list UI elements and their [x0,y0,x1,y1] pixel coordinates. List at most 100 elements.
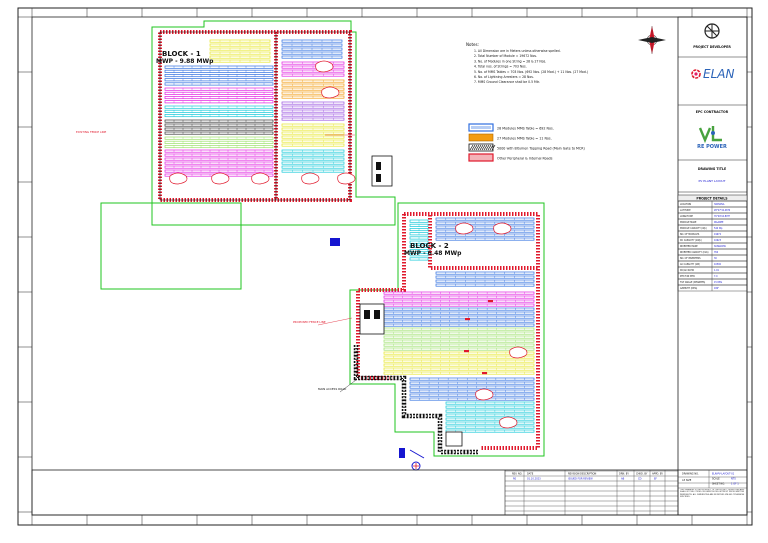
note-line: 1. All Dimension are in Meters unless ot… [474,49,561,53]
hatch-line [471,144,476,151]
mms-table-row [445,401,535,405]
block1-title: BLOCK - 1 [162,50,201,58]
mms-table-row [409,385,535,389]
block2-inverter-2 [374,310,380,319]
label-block1-fence: EXISTING FENCE LINE [76,130,107,134]
label-main-road: MAIN ACCESS ROAD [318,387,346,391]
block1-inverter-room [371,155,393,187]
mms-table-row [409,393,535,397]
block1-capacity: MWP - 9.88 MWp [156,58,214,65]
leader-line-2 [317,317,353,326]
detail-value: 7.0 [714,275,718,278]
mms-table-row [409,377,535,381]
detail-value: 180° [714,287,719,290]
pond-shape [251,172,270,185]
legend-label-3: 5000 with Bitumen Topping Road (Main Gat… [497,147,585,151]
hatch-line [477,144,482,151]
pond-shape [499,416,518,429]
detail-value: HARYANA [714,203,725,206]
site-layout: EXISTING FENCE LINE PROPOSED FENCE LINE … [76,20,666,471]
lightning-arrester [482,372,487,375]
rev-cell-2: ISSUED FOR REVIEW [568,478,593,481]
revision-table [505,470,747,515]
rev-cell-1: 01.10.2023 [527,478,541,481]
mms-table-row [445,421,535,425]
mms-table-row [409,389,535,393]
main-gate-post [399,448,405,458]
pond-shape [455,222,474,235]
pond-shape [321,86,340,99]
detail-label: PITCH IN MTR [680,275,695,278]
pond-shape [315,60,334,73]
lightning-arrester [465,318,470,321]
detail-value: 28°27'34.46"N [714,209,731,212]
detail-value: WAAREE [714,221,724,224]
scale-value: NTS [731,478,736,481]
pond-shape [211,172,230,185]
block1-inverter-2 [376,174,381,182]
details-row [677,284,748,292]
pond-shape [301,172,320,185]
lightning-arrester [464,350,469,353]
rev-cell-0: R0 [513,478,517,481]
gate-arrow [409,449,425,459]
scale-label: SCALE [712,478,720,481]
company-logo-icon [704,23,720,39]
mms-table-row [409,397,535,401]
mms-table-row [445,409,535,413]
note-line: 5. No. of MMS Tables = 703 Nos. (692 Nos… [474,70,588,74]
block1-fence [151,20,396,226]
disclaimer-text: THIS DRAWING IS THE PROPERTY OF THE PROJ… [680,489,745,498]
detail-label: AC CAPACITY (kW) [680,263,700,266]
detail-label: DC/AC RATIO [680,269,694,272]
rev-header-3: DRN. BY [619,473,629,476]
project-developer-heading: PROJECT DEVELOPER [693,45,731,49]
notes-panel: Notes: 1. All Dimension are in Meters un… [466,42,588,84]
pond-shape [493,222,512,235]
main-road-hatch [355,345,478,453]
hatch-line [481,144,486,151]
block2-road-right [404,212,540,450]
pond-shape [475,388,494,401]
lightning-arrester [488,300,493,303]
rev-header-2: REVISION DESCRIPTION [568,473,597,476]
hatch-line [475,144,480,151]
legend-label-2: 27 Modules MMS Table = 11 Nos. [497,137,552,141]
detail-label: TILT ANGLE (DEGREES) [680,281,705,284]
detail-label: LONGITUDE [680,215,693,218]
pond-shape [169,172,188,185]
disclaimer-box: THIS DRAWING IS THE PROPERTY OF THE PROJ… [680,489,745,498]
detail-label: LATITUDE [680,209,691,212]
notes-title: Notes: [466,42,479,47]
notes-list: 1. All Dimension are in Meters unless ot… [474,49,588,84]
mms-table-row [445,413,535,417]
drawing-no-label: DRAWING NO. [682,473,699,476]
block2-road-left [356,214,406,380]
hatch-line [473,144,478,151]
note-line: 7. MMS Ground Clearance shall be 0.5 Mtr… [474,80,540,84]
rev-cell-4: CD [638,478,642,481]
pond-shape [509,346,528,359]
hatch-line [483,144,488,151]
detail-value: 10500 [714,263,722,266]
sheet-label: SHEET NO. [712,483,725,486]
note-line: 2. Total Number of Module = 19672 Nos. [474,54,537,58]
rev-cell-5: EF [654,478,658,481]
detail-label: DC CAPACITY (kWp) [680,239,702,242]
detail-value: SUNGROW [714,245,727,248]
leader-line-3 [339,379,357,393]
detail-label: INVERTER MAKE [680,245,698,248]
legend-swatch-blue [468,123,494,132]
rev-header-1: DATE [527,473,534,476]
epc-heading: EPC CONTRACTOR [696,110,729,114]
revision-strip: REV. NO. DATE REVISION DESCRIPTION DRN. … [31,469,748,516]
water-tank [330,238,340,246]
detail-value: 350 [714,251,719,254]
detail-label: AZIMUTH (DEG) [680,287,697,290]
block2-title: BLOCK - 2 [410,242,449,250]
detail-value: 30 [714,257,717,260]
hatch-line [479,144,484,151]
mms-table-row [445,417,535,421]
